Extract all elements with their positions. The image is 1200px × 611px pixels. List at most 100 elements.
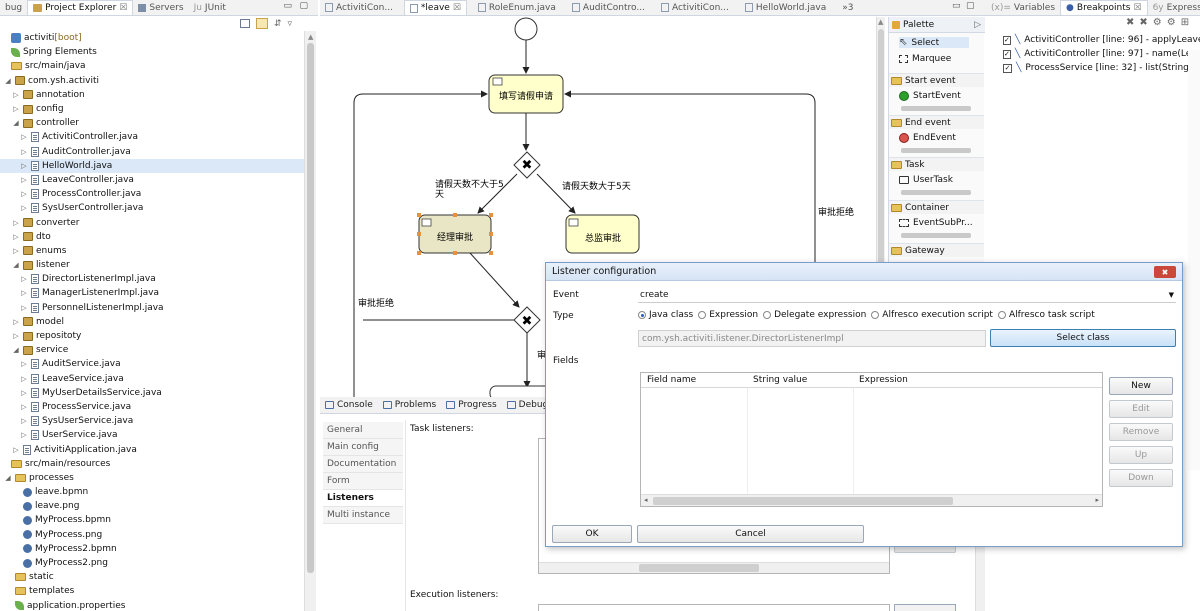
close-icon[interactable]: ☒ (452, 3, 461, 13)
tree-item[interactable]: MyProcess2.bpmn (0, 542, 304, 556)
palette-group-task[interactable]: Task (889, 157, 984, 171)
editor-tab[interactable]: HelloWorld.java (740, 0, 831, 15)
event-select[interactable]: create ▼ (638, 287, 1176, 303)
editor-tab[interactable]: »3 (837, 0, 858, 15)
tree-item[interactable]: ▷ActivitiController.java (0, 130, 304, 144)
tab-servers[interactable]: Servers (133, 0, 188, 15)
scroll-right-icon[interactable]: ▸ (1095, 496, 1099, 504)
property-tab[interactable]: Form (323, 473, 403, 490)
palette-group-start-event[interactable]: Start event (889, 73, 984, 87)
bottom-tab[interactable]: Problems (378, 398, 441, 413)
scroll-thumb[interactable] (307, 43, 314, 573)
tree-item[interactable]: MyProcess.png (0, 528, 304, 542)
editor-tab[interactable]: ActivitiCon... (320, 0, 398, 15)
breakpoint-item[interactable]: ✓╲ActivitiController [line: 97] - name(L… (1003, 47, 1200, 61)
collapsed-arrow-icon[interactable]: ▷ (21, 360, 27, 369)
dialog-titlebar[interactable]: Listener configuration ✖ (546, 263, 1182, 281)
selection-handles[interactable] (417, 213, 493, 255)
breakpoint-checkbox[interactable]: ✓ (1003, 63, 1012, 73)
collapsed-arrow-icon[interactable]: ▷ (21, 161, 27, 170)
editor-scroll-thumb[interactable] (878, 29, 884, 289)
palette-group-gateway[interactable]: Gateway (889, 243, 984, 257)
collapsed-arrow-icon[interactable]: ▷ (21, 303, 27, 312)
breakpoints-scrollbar[interactable] (1188, 50, 1200, 470)
collapsed-arrow-icon[interactable]: ▷ (13, 90, 19, 99)
tab-variables[interactable]: (x)=Variables (991, 2, 1056, 13)
tab-junit[interactable]: Ju JUnit (193, 2, 226, 13)
fields-table[interactable]: Field name String value Expression ◂ ▸ (640, 372, 1103, 507)
collapsed-arrow-icon[interactable]: ▷ (21, 147, 27, 156)
tree-item[interactable]: ◢listener (0, 258, 304, 272)
palette-grip[interactable] (901, 148, 971, 153)
close-icon[interactable]: ☒ (1133, 3, 1142, 13)
editor-minimize-icon[interactable]: ▭ (952, 1, 961, 11)
palette-group-container[interactable]: Container (889, 200, 984, 214)
fields-hscroll[interactable]: ◂ ▸ (641, 494, 1102, 506)
collapsed-arrow-icon[interactable]: ▷ (21, 204, 27, 213)
collapsed-arrow-icon[interactable]: ▷ (13, 332, 19, 341)
editor-tab[interactable]: AuditContro... (567, 0, 650, 15)
skip-all-icon[interactable]: ⚙ (1166, 17, 1176, 28)
start-event[interactable] (514, 17, 538, 41)
type-radio[interactable]: Alfresco execution script (871, 310, 993, 320)
palette-group-end-event[interactable]: End event (889, 115, 984, 129)
editor-tab[interactable]: RoleEnum.java (473, 0, 561, 15)
collapsed-arrow-icon[interactable]: ▷ (21, 133, 27, 142)
col-expression[interactable]: Expression (859, 375, 908, 385)
bottom-tab[interactable]: Debug Sh (502, 398, 568, 413)
tree-item[interactable]: src/main/resources (0, 457, 304, 471)
breakpoint-item[interactable]: ✓╲ActivitiController [line: 96] - applyL… (1003, 33, 1200, 47)
editor-scroll-up-icon[interactable]: ▲ (878, 18, 884, 26)
link-icon[interactable]: ⚙ (1152, 17, 1162, 28)
collapsed-arrow-icon[interactable]: ▷ (21, 417, 27, 426)
property-tab[interactable]: General (323, 422, 403, 439)
editor-maximize-icon[interactable]: ▢ (966, 1, 975, 11)
scroll-left-icon[interactable]: ◂ (644, 496, 648, 504)
col-field-name[interactable]: Field name (647, 375, 697, 385)
collapsed-arrow-icon[interactable]: ▷ (13, 317, 19, 326)
bottom-tab[interactable]: Console (320, 398, 378, 413)
collapsed-arrow-icon[interactable]: ▷ (21, 275, 27, 284)
collapsed-arrow-icon[interactable]: ▷ (21, 431, 27, 440)
collapsed-arrow-icon[interactable]: ▷ (13, 218, 19, 227)
exclusive-gateway-1[interactable] (513, 151, 541, 179)
dialog-close-icon[interactable]: ✖ (1154, 266, 1176, 278)
tree-item[interactable]: MyProcess.bpmn (0, 513, 304, 527)
class-field[interactable]: com.ysh.activiti.listener.DirectorListen… (638, 330, 986, 347)
remove-breakpoint-icon[interactable]: ✖ (1126, 17, 1135, 28)
maximize-icon[interactable]: ▢ (299, 1, 308, 11)
tree-item[interactable]: leave.bpmn (0, 485, 304, 499)
property-tab[interactable]: Main config (323, 439, 403, 456)
breakpoint-checkbox[interactable]: ✓ (1003, 49, 1011, 59)
tree-item[interactable]: leave.png (0, 499, 304, 513)
view-dropdown-icon[interactable]: ▿ (287, 18, 293, 29)
collapsed-arrow-icon[interactable]: ▷ (21, 175, 27, 184)
expand-icon[interactable]: ⊞ (1180, 17, 1190, 28)
tree-item[interactable]: ▷ActivitiApplication.java (0, 442, 304, 456)
tree-item[interactable]: Spring Elements (0, 45, 304, 59)
tree-item[interactable]: ▷PersonnelListenerImpl.java (0, 301, 304, 315)
table-hscroll-thumb[interactable] (639, 564, 759, 572)
field-remove-button[interactable]: Remove (1109, 423, 1173, 441)
tree-item[interactable]: ◢com.ysh.activiti (0, 74, 304, 88)
minimize-icon[interactable]: ▭ (283, 1, 292, 11)
expanded-arrow-icon[interactable]: ◢ (13, 261, 19, 270)
tree-item[interactable]: ◢processes (0, 471, 304, 485)
tree-item[interactable]: application.properties (0, 599, 304, 611)
palette-start-event[interactable]: StartEvent (899, 91, 989, 101)
breakpoint-item[interactable]: ✓╲ProcessService [line: 32] - list(Strin… (1003, 61, 1200, 75)
ok-button[interactable]: OK (552, 525, 632, 543)
type-radio[interactable]: Java class (638, 310, 693, 320)
palette-marquee[interactable]: Marquee (899, 54, 989, 64)
collapsed-arrow-icon[interactable]: ▷ (13, 246, 19, 255)
bottom-tab[interactable]: Progress (441, 398, 501, 413)
expanded-arrow-icon[interactable]: ◢ (5, 473, 11, 482)
tab-breakpoints[interactable]: ●Breakpoints ☒ (1060, 0, 1148, 15)
editor-tab[interactable]: ActivitiCon... (656, 0, 734, 15)
tree-item[interactable]: ▷ProcessService.java (0, 400, 304, 414)
editor-tab[interactable]: *leave☒ (403, 0, 467, 15)
field-new-button[interactable]: New (1109, 377, 1173, 395)
collapsed-arrow-icon[interactable]: ▷ (21, 374, 27, 383)
expanded-arrow-icon[interactable]: ◢ (5, 76, 11, 85)
link-editor-icon[interactable] (256, 18, 268, 29)
